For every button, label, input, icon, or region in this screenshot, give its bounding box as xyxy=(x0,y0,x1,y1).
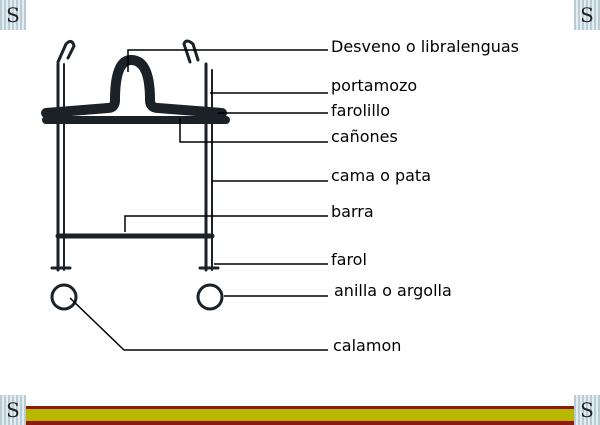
stripe-red-top xyxy=(26,406,574,409)
label-canones: cañones xyxy=(331,127,398,146)
label-anilla: anilla o argolla xyxy=(334,281,452,300)
logo-icon-top-left: S xyxy=(0,0,26,30)
label-barra: barra xyxy=(331,202,374,221)
label-portamozo: portamozo xyxy=(331,76,418,95)
right-hook xyxy=(182,39,200,64)
label-cama: cama o pata xyxy=(331,166,431,185)
left-hook xyxy=(56,39,76,64)
logo-icon-top-right: S xyxy=(574,0,600,30)
logo-icon-bottom-right: S xyxy=(574,395,600,425)
label-desveno: Desveno o libralenguas xyxy=(331,37,519,56)
label-calamon: calamon xyxy=(333,336,402,355)
stripe-orange xyxy=(26,420,574,421)
mouthpiece xyxy=(41,54,227,118)
stripe-red-bottom xyxy=(26,421,574,425)
stripe-yellow xyxy=(26,409,574,420)
label-farolillo: farolillo xyxy=(331,101,391,120)
left-ring xyxy=(50,283,78,311)
logo-icon-bottom-left: S xyxy=(0,395,26,425)
right-ring xyxy=(196,283,224,311)
label-farol: farol xyxy=(331,250,367,269)
